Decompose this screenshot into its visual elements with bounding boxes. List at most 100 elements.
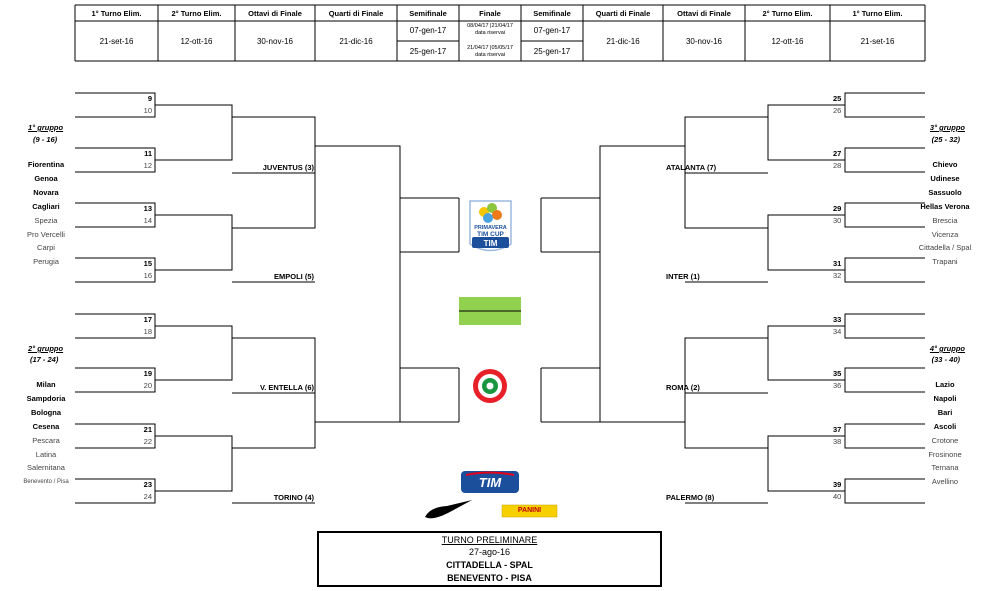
slot-number-left: 10 xyxy=(143,106,152,115)
bracket-line xyxy=(155,214,233,271)
slot-number-right: 29 xyxy=(833,204,842,213)
prelim-title: TURNO PRELIMINARE xyxy=(441,535,538,545)
slot-number-right: 27 xyxy=(833,149,842,158)
team-name: Cittadella / Spal xyxy=(918,243,972,253)
group-2-title: 2° gruppo xyxy=(28,344,64,353)
team-name: Pescara xyxy=(32,435,60,445)
seeded-team-left: V. ENTELLA (6) xyxy=(259,383,314,392)
header-col-date: 07-gen-17 xyxy=(533,26,571,35)
header-col-date: 21-dic-16 xyxy=(606,37,640,46)
seeded-team-right: ROMA (2) xyxy=(666,383,700,392)
slot-number-right: 38 xyxy=(833,437,842,446)
group-3-title: 3° gruppo xyxy=(929,123,965,132)
cup-logo-line2: TIM CUP xyxy=(477,231,504,238)
slot-number-left: 12 xyxy=(143,161,152,170)
tim-sponsor-logo xyxy=(461,471,519,493)
prelim-match-2: BENEVENTO - PISA xyxy=(447,573,532,583)
team-name: Hellas Verona xyxy=(920,201,970,211)
prelim-date: 27-ago-16 xyxy=(468,547,511,557)
team-name: Frosinone xyxy=(928,449,962,459)
header-final-note-2: data riservai xyxy=(475,52,505,58)
slot-number-right: 34 xyxy=(833,327,842,336)
team-name: Spezia xyxy=(34,215,58,225)
slot-number-right: 26 xyxy=(833,106,842,115)
group-2-range: (17 - 24) xyxy=(30,355,59,364)
slot-number-left: 9 xyxy=(147,94,152,103)
header-col-label: Quarti di Finale xyxy=(328,9,384,18)
team-name: Chievo xyxy=(932,160,958,169)
header-col-label: Quarti di Finale xyxy=(595,9,651,18)
header-final-date-2: 21/04/17 |05/05/17 xyxy=(467,45,513,51)
team-name: Bari xyxy=(937,407,953,417)
header-col-label: Semifinale xyxy=(533,9,571,18)
header-col-date: 30-nov-16 xyxy=(256,37,294,46)
nike-swoosh-icon xyxy=(425,500,472,519)
team-name: Novara xyxy=(33,187,59,197)
seeded-team-right: INTER (1) xyxy=(666,272,700,281)
team-name: Genoa xyxy=(34,173,58,183)
header-col-label: Ottavi di Finale xyxy=(248,9,302,18)
header-col-label: 1° Turno Elim. xyxy=(91,9,142,18)
slot-number-left: 22 xyxy=(143,437,152,446)
team-name: Cagliari xyxy=(32,201,60,211)
header-col-date: 12-ott-16 xyxy=(771,37,804,46)
header-col-date-2: 25-gen-17 xyxy=(533,47,571,56)
header-col-label: 1° Turno Elim. xyxy=(852,9,903,18)
slot-number-left: 16 xyxy=(143,271,152,280)
team-name: Cesena xyxy=(32,421,60,431)
slot-number-right: 36 xyxy=(833,381,842,390)
bracket-line xyxy=(767,104,845,161)
header-col-date: 30-nov-16 xyxy=(685,37,723,46)
slot-number-left: 11 xyxy=(144,149,152,158)
slot-number-left: 14 xyxy=(143,216,152,225)
group-1-title: 1° gruppo xyxy=(28,123,64,132)
seeded-team-left: EMPOLI (5) xyxy=(273,272,314,281)
slot-number-right: 33 xyxy=(833,315,842,324)
slot-number-left: 21 xyxy=(143,425,152,434)
primavera-tim-cup-logo xyxy=(469,200,512,252)
header-col-date: 07-gen-17 xyxy=(409,26,447,35)
slot-number-right: 30 xyxy=(833,216,842,225)
seeded-team-left: JUVENTUS (3) xyxy=(262,163,314,172)
team-name: Ternana xyxy=(931,463,959,473)
team-name: Latina xyxy=(35,449,57,459)
team-name: Sampdoria xyxy=(26,393,66,403)
tim-sponsor-text: TIM xyxy=(478,475,502,490)
header-col-date: 21-set-16 xyxy=(860,37,895,46)
slot-number-right: 31 xyxy=(833,259,842,268)
cup-logo-line1: PRIMAVERA xyxy=(474,225,507,231)
header-col-label: Semifinale xyxy=(409,9,447,18)
team-name: Bologna xyxy=(31,407,61,417)
bracket-line xyxy=(599,145,685,423)
slot-number-left: 23 xyxy=(143,480,152,489)
team-name: Napoli xyxy=(933,393,957,403)
slot-number-right: 28 xyxy=(833,161,842,170)
team-name: Pro Vercelli xyxy=(27,229,65,239)
header-col-label: 2° Turno Elim. xyxy=(171,9,222,18)
team-name: Udinese xyxy=(930,173,960,183)
header-col-label: Finale xyxy=(479,9,501,18)
team-name: Brescia xyxy=(932,215,958,225)
slot-number-right: 39 xyxy=(833,480,842,489)
bracket-line xyxy=(155,104,233,161)
cup-logo-brand: TIM xyxy=(483,239,498,248)
slot-number-left: 13 xyxy=(143,204,152,213)
team-name: Salernitana xyxy=(27,463,65,473)
slot-number-left: 15 xyxy=(143,259,152,268)
prelim-match-1: CITTADELLA - SPAL xyxy=(446,560,533,570)
team-name: Benevento / Pisa xyxy=(23,479,69,486)
header-col-label: Ottavi di Finale xyxy=(677,9,731,18)
group-3-range: (25 - 32) xyxy=(931,135,960,144)
slot-number-left: 24 xyxy=(143,492,152,501)
team-name: Sassuolo xyxy=(928,187,962,197)
header-col-date: 12-ott-16 xyxy=(180,37,213,46)
group-4-range: (33 - 40) xyxy=(931,355,960,364)
team-name: Avellino xyxy=(931,477,959,487)
team-name: Vicenza xyxy=(931,229,959,239)
panini-sponsor-text: PANINI xyxy=(517,507,542,514)
panini-logo-box xyxy=(501,504,558,518)
bracket-line xyxy=(315,145,401,423)
slot-number-right: 25 xyxy=(833,94,842,103)
